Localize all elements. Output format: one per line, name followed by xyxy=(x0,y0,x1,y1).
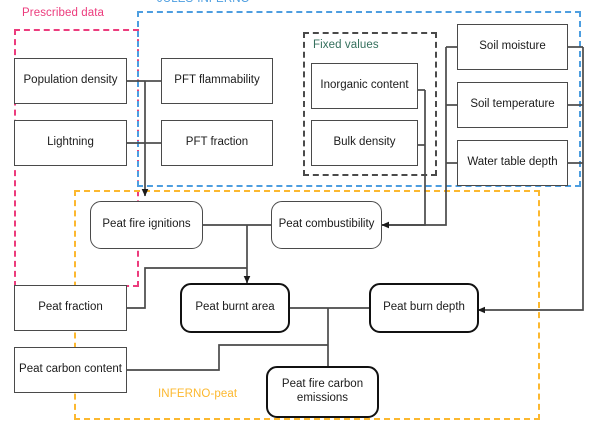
node-peat-fraction[interactable]: Peat fraction xyxy=(14,285,127,331)
group-fixed-values: Fixed values xyxy=(303,32,437,176)
node-soil-temperature[interactable]: Soil temperature xyxy=(457,82,568,128)
group-jules-inferno: JULES-INFERNO xyxy=(137,0,581,187)
node-peat-carbon-content[interactable]: Peat carbon content xyxy=(14,347,127,393)
node-peat-combustibility-label: Peat combustibility xyxy=(278,218,375,231)
node-population-density[interactable]: Population density xyxy=(14,58,127,104)
node-peat-fraction-label: Peat fraction xyxy=(38,301,103,314)
node-peat-burn-depth-label: Peat burn depth xyxy=(383,301,465,314)
node-water-table-depth[interactable]: Water table depth xyxy=(457,140,568,186)
node-water-table-depth-label: Water table depth xyxy=(467,156,558,169)
node-lightning[interactable]: Lightning xyxy=(14,120,127,166)
node-pft-fraction[interactable]: PFT fraction xyxy=(161,120,273,166)
node-pft-flammability[interactable]: PFT flammability xyxy=(161,58,273,104)
node-peat-burnt-area[interactable]: Peat burnt area xyxy=(180,283,290,333)
node-population-density-label: Population density xyxy=(23,74,118,87)
group-inferno-peat-label: INFERNO-peat xyxy=(158,388,238,400)
node-pft-fraction-label: PFT fraction xyxy=(185,136,249,149)
node-lightning-label: Lightning xyxy=(47,136,94,149)
node-peat-fire-ignitions-label: Peat fire ignitions xyxy=(102,218,191,231)
node-peat-fire-ignitions[interactable]: Peat fire ignitions xyxy=(90,201,203,249)
node-soil-moisture[interactable]: Soil moisture xyxy=(457,24,568,70)
node-peat-fire-carbon-emissions-label: Peat fire carbon emissions xyxy=(281,378,364,404)
node-inorganic-content[interactable]: Inorganic content xyxy=(311,63,418,109)
node-peat-combustibility[interactable]: Peat combustibility xyxy=(271,201,382,249)
node-soil-temperature-label: Soil temperature xyxy=(470,98,555,111)
node-bulk-density[interactable]: Bulk density xyxy=(311,120,418,166)
node-peat-burnt-area-label: Peat burnt area xyxy=(195,301,275,314)
group-fixed-values-label: Fixed values xyxy=(313,39,379,51)
node-peat-fire-carbon-emissions[interactable]: Peat fire carbon emissions xyxy=(266,366,379,418)
group-jules-inferno-label: JULES-INFERNO xyxy=(157,0,250,5)
group-prescribed-data-label: Prescribed data xyxy=(22,7,105,19)
node-bulk-density-label: Bulk density xyxy=(333,136,396,149)
node-pft-flammability-label: PFT flammability xyxy=(174,74,260,87)
node-peat-burn-depth[interactable]: Peat burn depth xyxy=(369,283,479,333)
node-soil-moisture-label: Soil moisture xyxy=(479,40,546,53)
node-inorganic-content-label: Inorganic content xyxy=(320,79,409,92)
node-peat-carbon-content-label: Peat carbon content xyxy=(19,363,122,376)
